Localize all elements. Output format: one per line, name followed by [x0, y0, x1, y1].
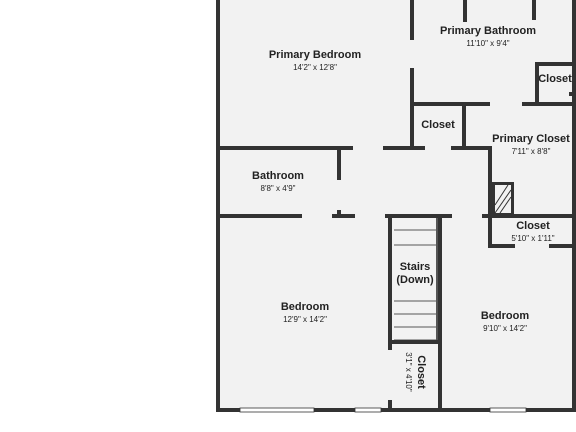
room-label-bedroom-right: Bedroom 9'10" x 14'2" — [481, 310, 529, 334]
windows — [239, 407, 527, 413]
room-dims: 5'10" x 1'11" — [511, 234, 555, 243]
room-label-closet-middle: Closet — [421, 119, 455, 132]
room-name: Primary Bedroom — [268, 49, 362, 61]
door-openings — [302, 40, 569, 400]
room-name: Stairs — [399, 261, 431, 273]
room-name: Closet — [538, 73, 572, 85]
room-label-primary-bedroom: Primary Bedroom 14'2" x 12'8" — [269, 49, 361, 73]
room-label-primary-closet: Primary Closet 7'11" x 8'8" — [492, 133, 570, 157]
room-name: Primary Closet — [492, 133, 570, 145]
room-name: Primary Bathroom — [440, 25, 536, 37]
room-dims: 12'9" x 14'2" — [283, 315, 327, 324]
room-label-bedroom-left: Bedroom 12'9" x 14'2" — [281, 301, 329, 325]
room-name: Bedroom — [280, 301, 330, 313]
room-dims: 9'10" x 14'2" — [483, 324, 527, 333]
room-dims: 11'10" x 9'4" — [466, 39, 510, 48]
room-dims: 8'8" x 4'9" — [260, 184, 296, 193]
room-label-closet-small: Closet 5'10" x 1'11" — [511, 220, 554, 244]
room-name: Closet — [415, 355, 427, 389]
hatched-column — [492, 182, 514, 216]
room-name: Closet — [516, 220, 550, 232]
room-dims: 3'1" x 4'10" — [404, 352, 413, 392]
room-name: Closet — [421, 119, 455, 131]
room-dims: 14'2" x 12'8" — [293, 63, 337, 72]
room-label-closet-stairs: Closet 3'1" x 4'10" — [403, 352, 427, 391]
room-label-stairs: Stairs (Down) — [396, 261, 433, 287]
stair-rail — [436, 218, 439, 342]
room-dims: 7'11" x 8'8" — [511, 147, 551, 156]
room-label-closet-top-right: Closet — [538, 73, 572, 86]
room-label-primary-bathroom: Primary Bathroom 11'10" x 9'4" — [440, 25, 536, 49]
room-name: Bedroom — [480, 310, 530, 322]
room-label-bathroom: Bathroom 8'8" x 4'9" — [252, 170, 304, 194]
room-dims: (Down) — [396, 274, 434, 286]
room-name: Bathroom — [252, 170, 304, 182]
